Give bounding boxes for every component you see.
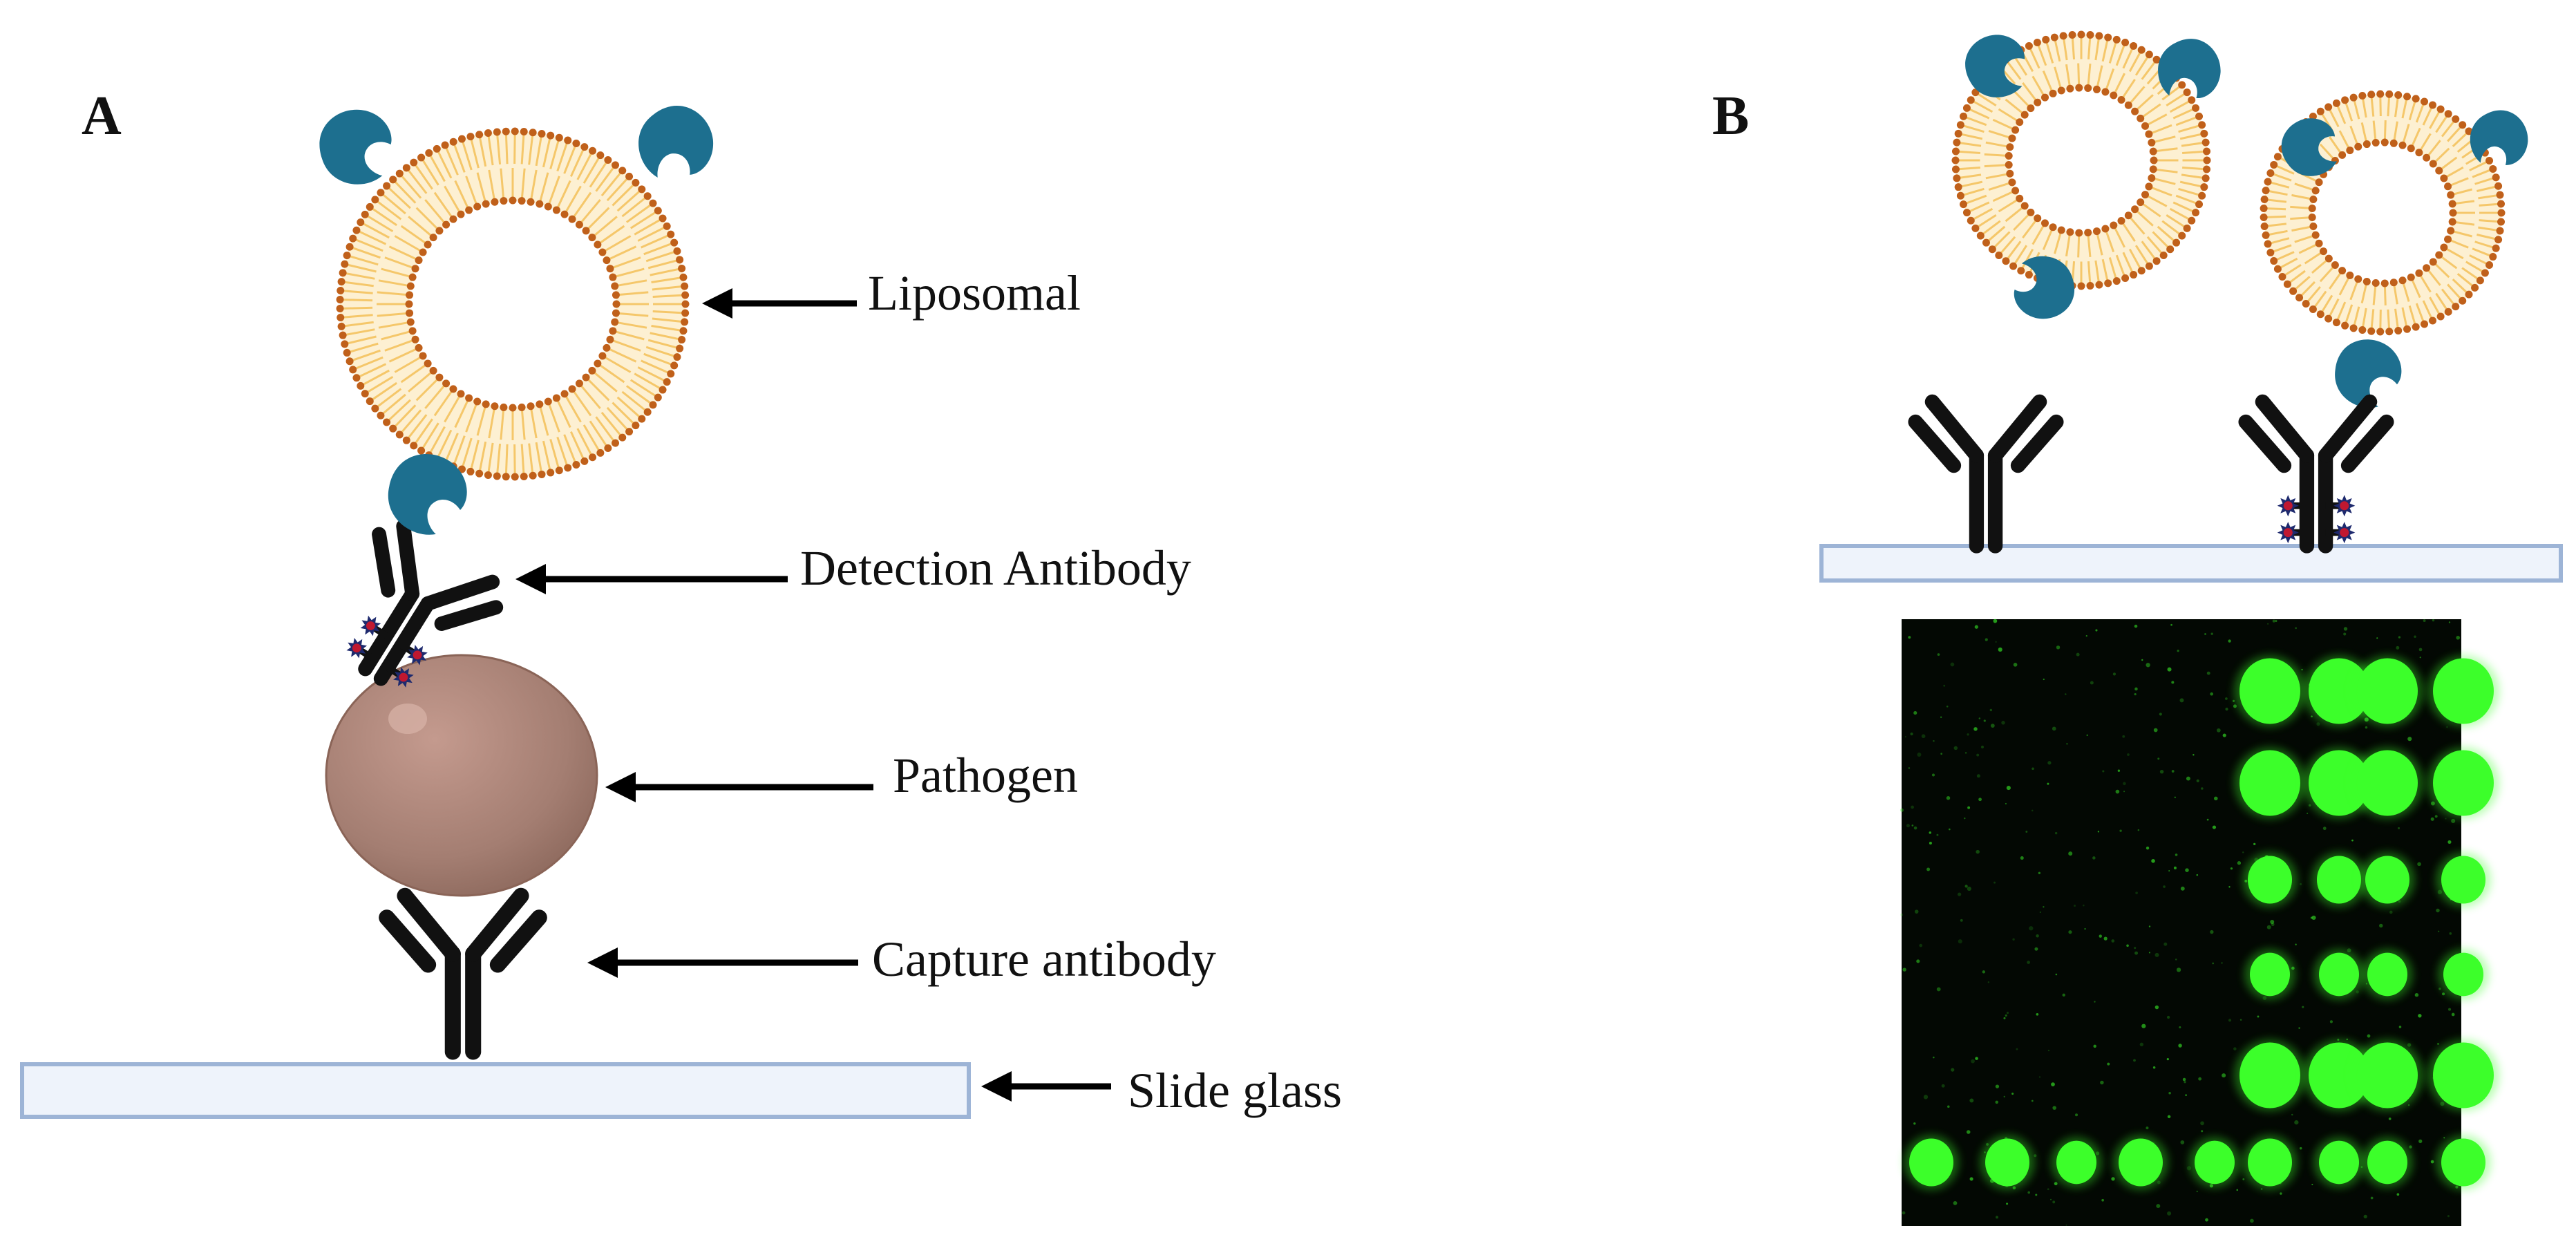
arrow-slide-glass <box>981 1071 1111 1102</box>
fluorescence-spot <box>2313 1137 2365 1188</box>
arrow-capture-antibody <box>587 947 858 978</box>
pathogen <box>325 654 598 897</box>
label-slide-glass: Slide glass <box>1128 1063 1343 1118</box>
fluorescence-spot <box>2351 1039 2423 1111</box>
fluorescence-spot <box>2234 747 2306 819</box>
fluorescence-micrograph <box>1900 619 2499 1226</box>
fluorescence-spot <box>2351 747 2423 819</box>
capture-antibody-a <box>379 887 547 1060</box>
fluorescence-spot <box>2113 1135 2168 1190</box>
slide-glass-b <box>1819 544 2563 583</box>
arrow-liposomal <box>702 288 857 319</box>
fluor-label-star <box>2277 522 2299 544</box>
detection-antibody-a <box>346 519 504 688</box>
label-capture-antibody: Capture antibody <box>872 932 1216 987</box>
fluorescence-spot <box>2427 655 2499 727</box>
fluorescence-spot <box>1904 1135 1959 1190</box>
fluorescence-spot <box>2189 1137 2240 1188</box>
fluor-label-star <box>360 615 381 636</box>
receptor-a-bottom <box>388 454 467 535</box>
panel-a-letter: A <box>82 86 122 147</box>
fluorescence-spot <box>2360 852 2415 907</box>
label-liposomal: Liposomal <box>868 265 1081 321</box>
capture-antibody-b-1 <box>1908 394 2064 554</box>
receptor-a-2 <box>638 106 713 178</box>
fluorescence-spot <box>2351 655 2423 727</box>
fluor-label-star <box>393 667 414 688</box>
receptor-b-3 <box>2014 256 2074 319</box>
fluorescence-spot <box>2242 852 2298 907</box>
fluorescence-spot <box>2051 1137 2102 1188</box>
label-detection-antibody: Detection Antibody <box>800 540 1191 596</box>
fluorescence-spot <box>2313 949 2365 1000</box>
fluor-label-star <box>2333 522 2356 544</box>
receptor-b-1 <box>1965 35 2025 97</box>
fluorescence-spot <box>1980 1135 2035 1190</box>
arrow-pathogen <box>605 772 873 802</box>
fluorescence-spot <box>2427 747 2499 819</box>
label-pathogen: Pathogen <box>893 748 1078 803</box>
fluorescence-spot <box>2311 852 2367 907</box>
fluorescence-spot <box>2242 1135 2298 1190</box>
fluorescence-spots <box>1904 655 2499 1190</box>
fluor-label-star <box>2333 495 2356 517</box>
fluorescence-spot <box>2436 852 2491 907</box>
receptor-b-4 <box>2281 118 2338 176</box>
panel-b-letter: B <box>1712 86 1750 147</box>
capture-antibody-b-2 <box>2238 394 2394 554</box>
liposome-b-2 <box>2260 90 2506 336</box>
arrow-detection-antibody <box>515 564 788 594</box>
fluorescence-spot <box>2438 949 2489 1000</box>
fluorescence-spot <box>2436 1135 2491 1190</box>
receptor-b-5 <box>2470 110 2528 165</box>
receptor-a-1 <box>319 109 392 185</box>
receptor-b-6 <box>2335 339 2402 408</box>
fluorescence-spot <box>2362 949 2413 1000</box>
liposome-b-1 <box>1951 30 2211 290</box>
fluor-label-star <box>2277 495 2299 517</box>
fluorescence-spot <box>2234 655 2306 727</box>
receptor-b-2 <box>2158 39 2221 98</box>
fluorescence-spot <box>2244 949 2295 1000</box>
fluor-label-star <box>407 645 428 666</box>
liposome-a <box>336 127 690 481</box>
fluorescence-spot <box>2234 1039 2306 1111</box>
fluor-label-star <box>346 637 368 659</box>
slide-glass-a <box>20 1062 971 1119</box>
fluorescence-spot <box>2427 1039 2499 1111</box>
fluorescence-spot <box>2362 1137 2413 1188</box>
